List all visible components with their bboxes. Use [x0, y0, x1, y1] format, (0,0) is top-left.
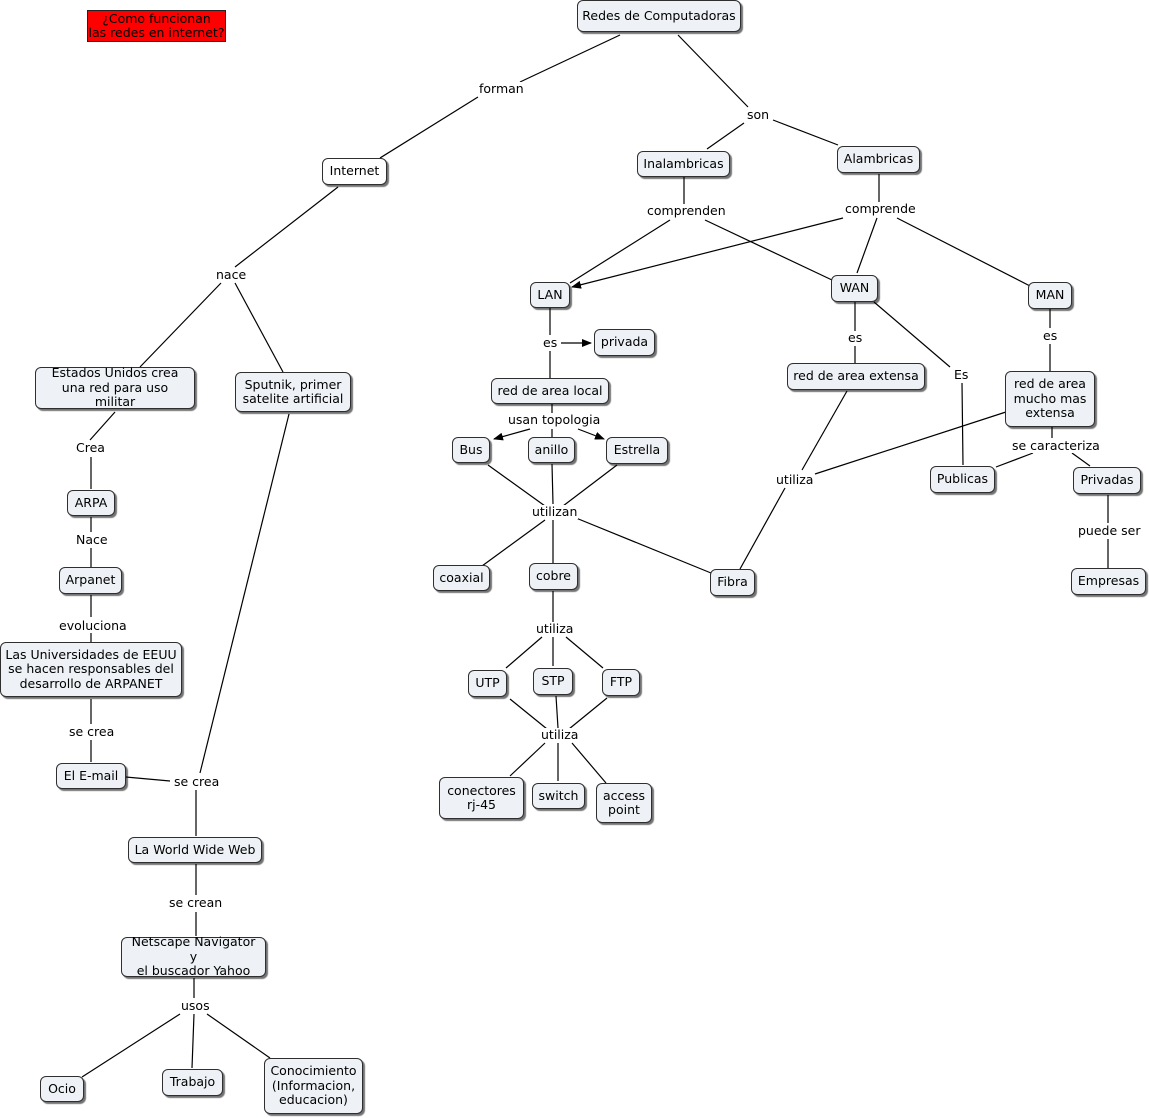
node-access-point[interactable]: access point [596, 783, 652, 823]
node-internet[interactable]: Internet [322, 158, 387, 185]
node-estados-unidos-red-militar[interactable]: Estados Unidos crea una red para uso mil… [35, 366, 195, 409]
link-usan-topologia: usan topologia [507, 412, 602, 427]
node-world-wide-web[interactable]: La World Wide Web [128, 837, 262, 863]
node-alambricas[interactable]: Alambricas [837, 146, 920, 173]
node-lan[interactable]: LAN [530, 282, 570, 308]
link-utiliza-cables: utiliza [540, 727, 580, 742]
link-se-crea-email: se crea [68, 724, 116, 739]
link-es-wan: es [847, 330, 864, 345]
node-netscape-yahoo[interactable]: Netscape Navigator y el buscador Yahoo [121, 935, 266, 978]
link-se-crea-www: se crea [173, 774, 221, 789]
link-utiliza-cobre: utiliza [535, 621, 575, 636]
link-crea: Crea [75, 440, 106, 455]
node-coaxial[interactable]: coaxial [433, 565, 490, 591]
node-publicas[interactable]: Publicas [930, 466, 995, 493]
link-se-crean: se crean [168, 895, 224, 910]
link-utilizan: utilizan [531, 504, 579, 519]
node-anillo[interactable]: anillo [528, 437, 575, 463]
link-usos: usos [180, 998, 211, 1013]
node-conocimiento[interactable]: Conocimiento (Informacion, educacion) [264, 1058, 363, 1114]
node-redes-de-computadoras[interactable]: Redes de Computadoras [577, 0, 741, 32]
node-red-de-area-extensa[interactable]: red de area extensa [787, 363, 925, 390]
node-estrella[interactable]: Estrella [606, 437, 668, 464]
link-es-man: es [1042, 328, 1059, 343]
node-empresas[interactable]: Empresas [1071, 568, 1146, 595]
node-fibra[interactable]: Fibra [710, 569, 755, 596]
node-arpanet[interactable]: Arpanet [59, 567, 122, 594]
node-utp[interactable]: UTP [468, 670, 507, 697]
link-se-caracteriza: se caracteriza [1011, 438, 1101, 453]
node-conectores-rj45[interactable]: conectores rj-45 [439, 777, 524, 819]
node-switch[interactable]: switch [532, 783, 585, 809]
question-note: ¿Como funcionan las redes en internet? [87, 10, 226, 42]
node-red-de-area-mucho-mas-extensa[interactable]: red de area mucho mas extensa [1005, 371, 1095, 427]
node-sputnik[interactable]: Sputnik, primer satelite artificial [235, 372, 351, 412]
link-puede-ser: puede ser [1077, 523, 1142, 538]
node-bus[interactable]: Bus [452, 437, 490, 463]
node-ocio[interactable]: Ocio [40, 1076, 84, 1102]
node-ftp[interactable]: FTP [602, 669, 640, 696]
link-nace-arpanet: Nace [75, 532, 109, 547]
link-comprenden: comprenden [646, 203, 727, 218]
node-cobre[interactable]: cobre [529, 563, 578, 590]
node-stp[interactable]: STP [533, 668, 573, 695]
link-son: son [746, 107, 771, 122]
node-arpa[interactable]: ARPA [67, 490, 115, 516]
link-es-publicas: Es [953, 367, 970, 382]
link-comprende: comprende [844, 201, 917, 216]
link-evoluciona: evoluciona [58, 618, 128, 633]
node-trabajo[interactable]: Trabajo [162, 1069, 223, 1096]
node-privada[interactable]: privada [594, 329, 655, 356]
node-el-email[interactable]: El E-mail [56, 763, 126, 789]
node-universidades-eeuu[interactable]: Las Universidades de EEUU se hacen respo… [0, 642, 182, 697]
node-man[interactable]: MAN [1028, 282, 1072, 309]
node-red-de-area-local[interactable]: red de area local [491, 378, 609, 404]
node-inalambricas[interactable]: Inalambricas [637, 151, 730, 177]
node-wan[interactable]: WAN [831, 275, 878, 302]
link-nace: nace [215, 267, 248, 282]
node-privadas[interactable]: Privadas [1073, 467, 1141, 494]
link-utiliza-wan: utiliza [775, 472, 815, 487]
link-forman: forman [478, 81, 525, 96]
link-es-lan: es [542, 335, 559, 350]
